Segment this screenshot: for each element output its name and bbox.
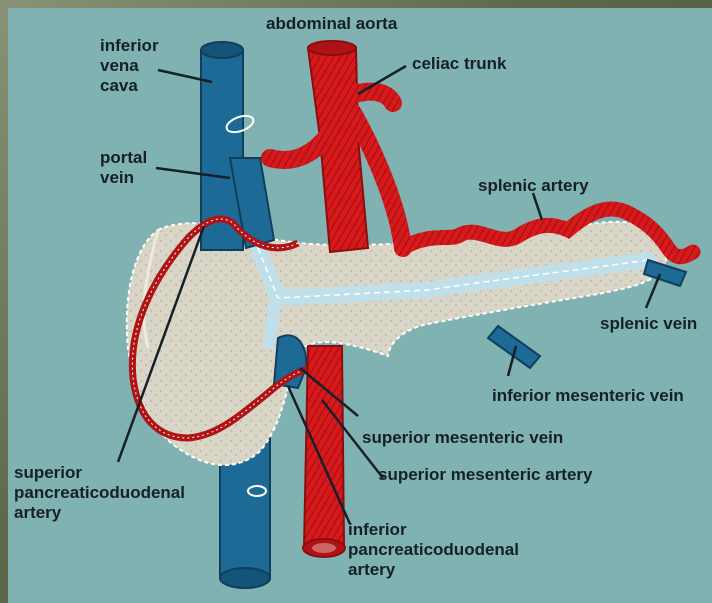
label-line: vena [100, 56, 159, 76]
superior-mesenteric-artery-shape [303, 346, 345, 557]
label-line: cava [100, 76, 159, 96]
label-line: inferior [348, 520, 519, 540]
splenic-vein-label: splenic vein [600, 314, 697, 334]
splenic-artery-label: splenic artery [478, 176, 589, 196]
label-line: pancreaticoduodenal [348, 540, 519, 560]
diagram-panel: inferior vena cava abdominal aorta celia… [8, 8, 712, 603]
superior-mesenteric-artery-label: superior mesenteric artery [378, 465, 593, 485]
inferior-mesenteric-vein-shape [488, 326, 540, 368]
portal-vein-label: portal vein [100, 148, 147, 188]
celiac-trunk-label: celiac trunk [412, 54, 507, 74]
superior-mesenteric-vein-label: superior mesenteric vein [362, 428, 563, 448]
superior-pancreaticoduodenal-artery-label: superior pancreaticoduodenal artery [14, 463, 185, 523]
label-line: inferior [100, 36, 159, 56]
abdominal-aorta-label: abdominal aorta [266, 14, 397, 34]
label-line: portal [100, 148, 147, 168]
inferior-mesenteric-vein-label: inferior mesenteric vein [492, 386, 684, 406]
label-line: vein [100, 168, 147, 188]
inferior-vena-cava-label: inferior vena cava [100, 36, 159, 96]
inferior-pancreaticoduodenal-artery-label: inferior pancreaticoduodenal artery [348, 520, 519, 580]
label-line: artery [348, 560, 519, 580]
label-line: pancreaticoduodenal [14, 483, 185, 503]
label-line: artery [14, 503, 185, 523]
label-line: superior [14, 463, 185, 483]
